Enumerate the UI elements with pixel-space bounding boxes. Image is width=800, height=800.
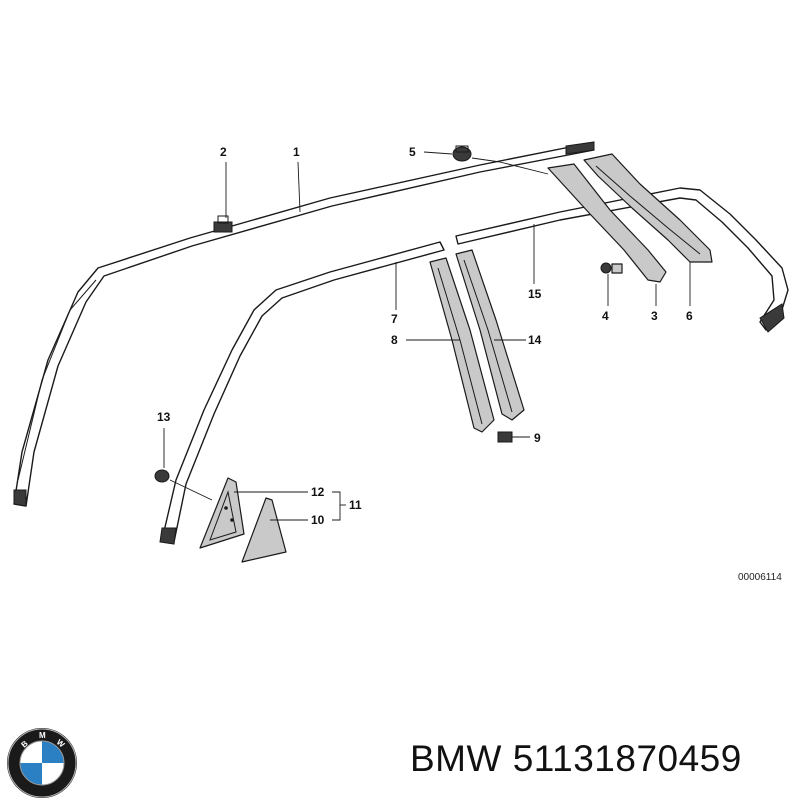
brand-name: BMW: [410, 738, 502, 779]
part-1-roof-moulding: [13, 141, 595, 507]
callout-13: 13: [157, 410, 171, 424]
svg-text:M: M: [39, 731, 46, 740]
part-2-clip: [213, 215, 233, 233]
part-10-corner-seal: [241, 497, 287, 563]
callout-1: 1: [293, 145, 300, 159]
part-9-clip: [497, 431, 513, 443]
callout-3: 3: [651, 309, 658, 323]
bmw-logo-icon: B M W: [7, 728, 77, 798]
callout-12: 12: [311, 485, 325, 499]
callout-10: 10: [311, 513, 325, 527]
part-3-strip: [547, 163, 667, 283]
svg-text:B: B: [20, 739, 30, 750]
part-number-caption: BMW 51131870459: [410, 738, 742, 780]
callout-5: 5: [409, 145, 416, 159]
callout-7: 7: [391, 312, 398, 326]
part-13-nut: [154, 469, 170, 483]
part-number: 51131870459: [512, 738, 742, 779]
diagram-reference-code: 00006114: [738, 572, 782, 583]
callout-6: 6: [686, 309, 693, 323]
svg-text:W: W: [55, 738, 67, 750]
part-15-roof-moulding: [455, 187, 789, 333]
callout-11: 11: [349, 498, 362, 512]
part-7-frame-moulding: [159, 241, 445, 545]
leader-lines: [163, 151, 691, 521]
callout-15: 15: [528, 287, 542, 301]
callout-4: 4: [602, 309, 609, 323]
part-14-channel: [455, 249, 525, 421]
callout-8: 8: [391, 333, 398, 347]
callout-2: 2: [220, 145, 227, 159]
part-4-screw: [600, 262, 623, 274]
part-5-clip: [452, 145, 472, 162]
part-12-corner-cover: [199, 477, 245, 549]
callout-14: 14: [528, 333, 542, 347]
callout-9: 9: [534, 431, 541, 445]
callout-labels: 2 1 5 4 3 6 7 8 14 15 9 13 12 10 11: [157, 145, 693, 527]
part-6-seal-strip: [583, 153, 713, 263]
